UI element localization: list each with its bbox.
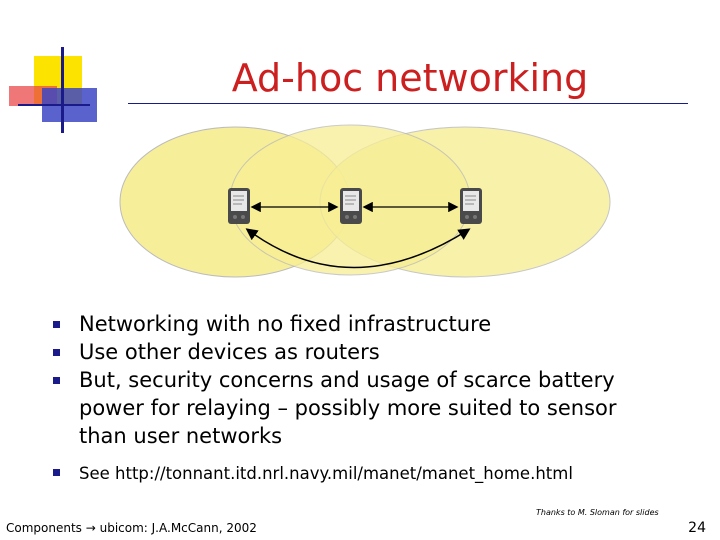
bullet-marker [53,321,60,328]
adhoc-network-diagram [119,124,611,278]
slide-credit: Thanks to M. Sloman for slides [536,508,659,517]
bullet-list: Networking with no fixed infrastructure … [50,310,670,488]
bullet-item: Networking with no fixed infrastructure [50,310,670,338]
bullet-marker [53,377,60,384]
slide-footer: → Components → ubicom: J.A.McCann, 2002 [6,521,257,535]
footer-text: Components → ubicom: J.A.McCann, 2002 [6,521,257,535]
slide-title: Ad-hoc networking [231,56,589,100]
bullet-marker [53,469,60,476]
page-number: 24 [688,520,706,536]
curved-double-arrow-icon [245,228,471,269]
bullet-item: But, security concerns and usage of scar… [50,366,670,450]
bullet-text: Use other devices as routers [79,340,380,364]
pda-device-icon [227,187,251,225]
title-underline [128,103,688,104]
bullet-item: Use other devices as routers [50,338,670,366]
pda-device-icon [339,187,363,225]
bullet-marker [53,349,60,356]
bullet-text: But, security concerns and usage of scar… [79,368,617,448]
bullet-item-link: See http://tonnant.itd.nrl.navy.mil/mane… [50,460,670,488]
pda-device-icon [459,187,483,225]
corner-logo-blocks [9,47,97,133]
bullet-text: Networking with no fixed infrastructure [79,312,492,336]
reference-url[interactable]: See http://tonnant.itd.nrl.navy.mil/mane… [79,464,573,483]
